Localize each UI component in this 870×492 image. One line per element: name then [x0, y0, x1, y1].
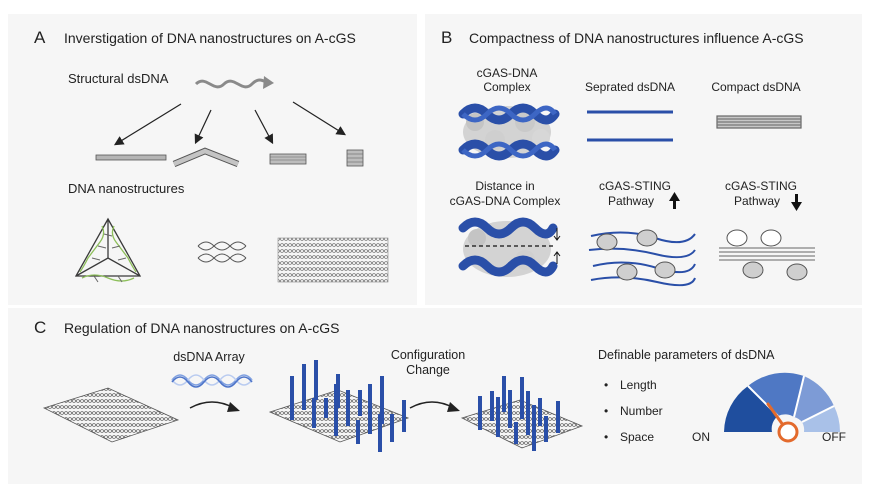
dsdna-pillar	[390, 414, 394, 442]
dsdna-pillar	[324, 398, 328, 418]
complex-label-line2: Complex	[483, 80, 531, 94]
dsdna-pillar	[358, 390, 362, 416]
dsdna-pillar	[368, 384, 372, 434]
stacked-dsdna	[346, 149, 364, 167]
dna-nanostructures-label: DNA nanostructures	[68, 181, 185, 196]
pathway-up-label-line1: cGAS-STING	[598, 179, 671, 193]
arrow-up-icon	[669, 192, 680, 209]
param-number: Number	[620, 404, 663, 418]
dsdna-pillar	[346, 390, 350, 426]
configuration-label-line1: Configuration	[390, 348, 466, 362]
dsdna-pillar	[544, 416, 548, 442]
panel-a-graphics	[74, 76, 389, 283]
panel-b: B Compactness of DNA nanostructures infl…	[425, 14, 862, 305]
arrow-to-bent	[194, 109, 212, 145]
dna-tetrahedron	[74, 217, 142, 283]
dsdna-pillars-2	[478, 376, 560, 451]
dsdna-pillar	[526, 391, 530, 435]
dsdna-pillar	[490, 391, 494, 421]
dsdna-pillar	[508, 390, 512, 428]
panel-a: A Inverstigation of DNA nanostructures o…	[8, 14, 417, 305]
panel-c: C Regulation of DNA nanostructures on A-…	[8, 308, 862, 484]
dsdna-pillar	[334, 384, 338, 436]
bent-dsdna	[172, 147, 240, 168]
linear-dsdna	[95, 154, 167, 161]
distance-complex	[458, 217, 561, 277]
param-bullet: •	[604, 378, 609, 392]
arrow-to-bundle	[254, 109, 274, 145]
gauge-on-label: ON	[692, 430, 710, 444]
dsdna-pillar	[378, 414, 382, 452]
panel-b-letter: B	[441, 28, 453, 47]
pathway-up-label-line2: Pathway	[607, 194, 655, 208]
separated-dsdna	[587, 110, 673, 142]
param-bullet: •	[604, 430, 609, 444]
base-sheet	[42, 387, 180, 443]
panel-a-title: Inverstigation of DNA nanostructures on …	[64, 30, 356, 46]
dna-origami-sheet	[277, 237, 389, 283]
distance-label-line2: cGAS-DNA Complex	[449, 194, 561, 208]
structural-dsdna-label: Structural dsDNA	[68, 71, 169, 86]
panel-b-graphics	[458, 103, 815, 287]
arrow-to-linear	[113, 103, 182, 146]
separated-dsdna-label: Seprated dsDNA	[584, 80, 676, 94]
curved-arrow-icon	[189, 401, 240, 412]
dsdna-pillar	[312, 398, 316, 428]
dsdna-pillar	[520, 377, 524, 419]
arrow-to-stack	[292, 101, 347, 136]
dsdna-pillars-1	[290, 360, 406, 452]
gauge-icon	[724, 372, 841, 443]
cgas-dna-complex	[458, 103, 560, 161]
dsdna-array-label: dsDNA Array	[173, 350, 245, 364]
dsdna-pillar	[502, 376, 506, 412]
panel-c-graphics	[42, 360, 841, 452]
dsdna-pillar	[380, 376, 384, 424]
dsdna-pillar	[314, 360, 318, 400]
panel-c-letter: C	[34, 318, 47, 337]
compact-pathway-scene	[719, 229, 815, 281]
param-space: Space	[620, 430, 655, 444]
param-bullet: •	[604, 404, 609, 418]
panel-c-title: Regulation of DNA nanostructures on A-cG…	[64, 320, 340, 336]
compact-dsdna-label: Compact dsDNA	[711, 80, 801, 94]
dna-helix-bundle	[197, 241, 247, 263]
dsdna-pillar	[290, 376, 294, 420]
wavy-dsdna-arrow-icon	[194, 76, 274, 89]
dsdna-pillar	[356, 420, 360, 444]
pathway-down-label-line1: cGAS-STING	[724, 179, 797, 193]
arrow-down-icon	[791, 194, 802, 211]
separated-pathway-scene	[588, 229, 696, 287]
pathway-down-label-line2: Pathway	[733, 194, 781, 208]
dsdna-pillar	[538, 398, 542, 426]
compact-dsdna	[716, 115, 802, 129]
bundled-dsdna	[269, 153, 307, 165]
dsdna-array-icon	[171, 374, 253, 388]
distance-label-line1: Distance in	[475, 179, 535, 193]
dsdna-pillar	[402, 400, 406, 432]
dsdna-pillar	[478, 396, 482, 430]
dsdna-pillar	[514, 422, 518, 444]
dsdna-pillar	[302, 364, 306, 410]
curved-arrow-icon	[409, 401, 460, 412]
dsdna-pillar	[556, 401, 560, 433]
dsdna-pillar	[532, 405, 536, 451]
configuration-label-line2: Change	[406, 363, 450, 377]
param-length: Length	[620, 378, 657, 392]
panel-b-title: Compactness of DNA nanostructures influe…	[469, 30, 804, 46]
dsdna-pillar	[496, 397, 500, 437]
complex-label-line1: cGAS-DNA	[476, 66, 538, 80]
panel-a-letter: A	[34, 28, 46, 47]
definable-params-title: Definable parameters of dsDNA	[598, 348, 775, 362]
gauge-off-label: OFF	[822, 430, 846, 444]
dsdna-pillar	[336, 374, 340, 408]
